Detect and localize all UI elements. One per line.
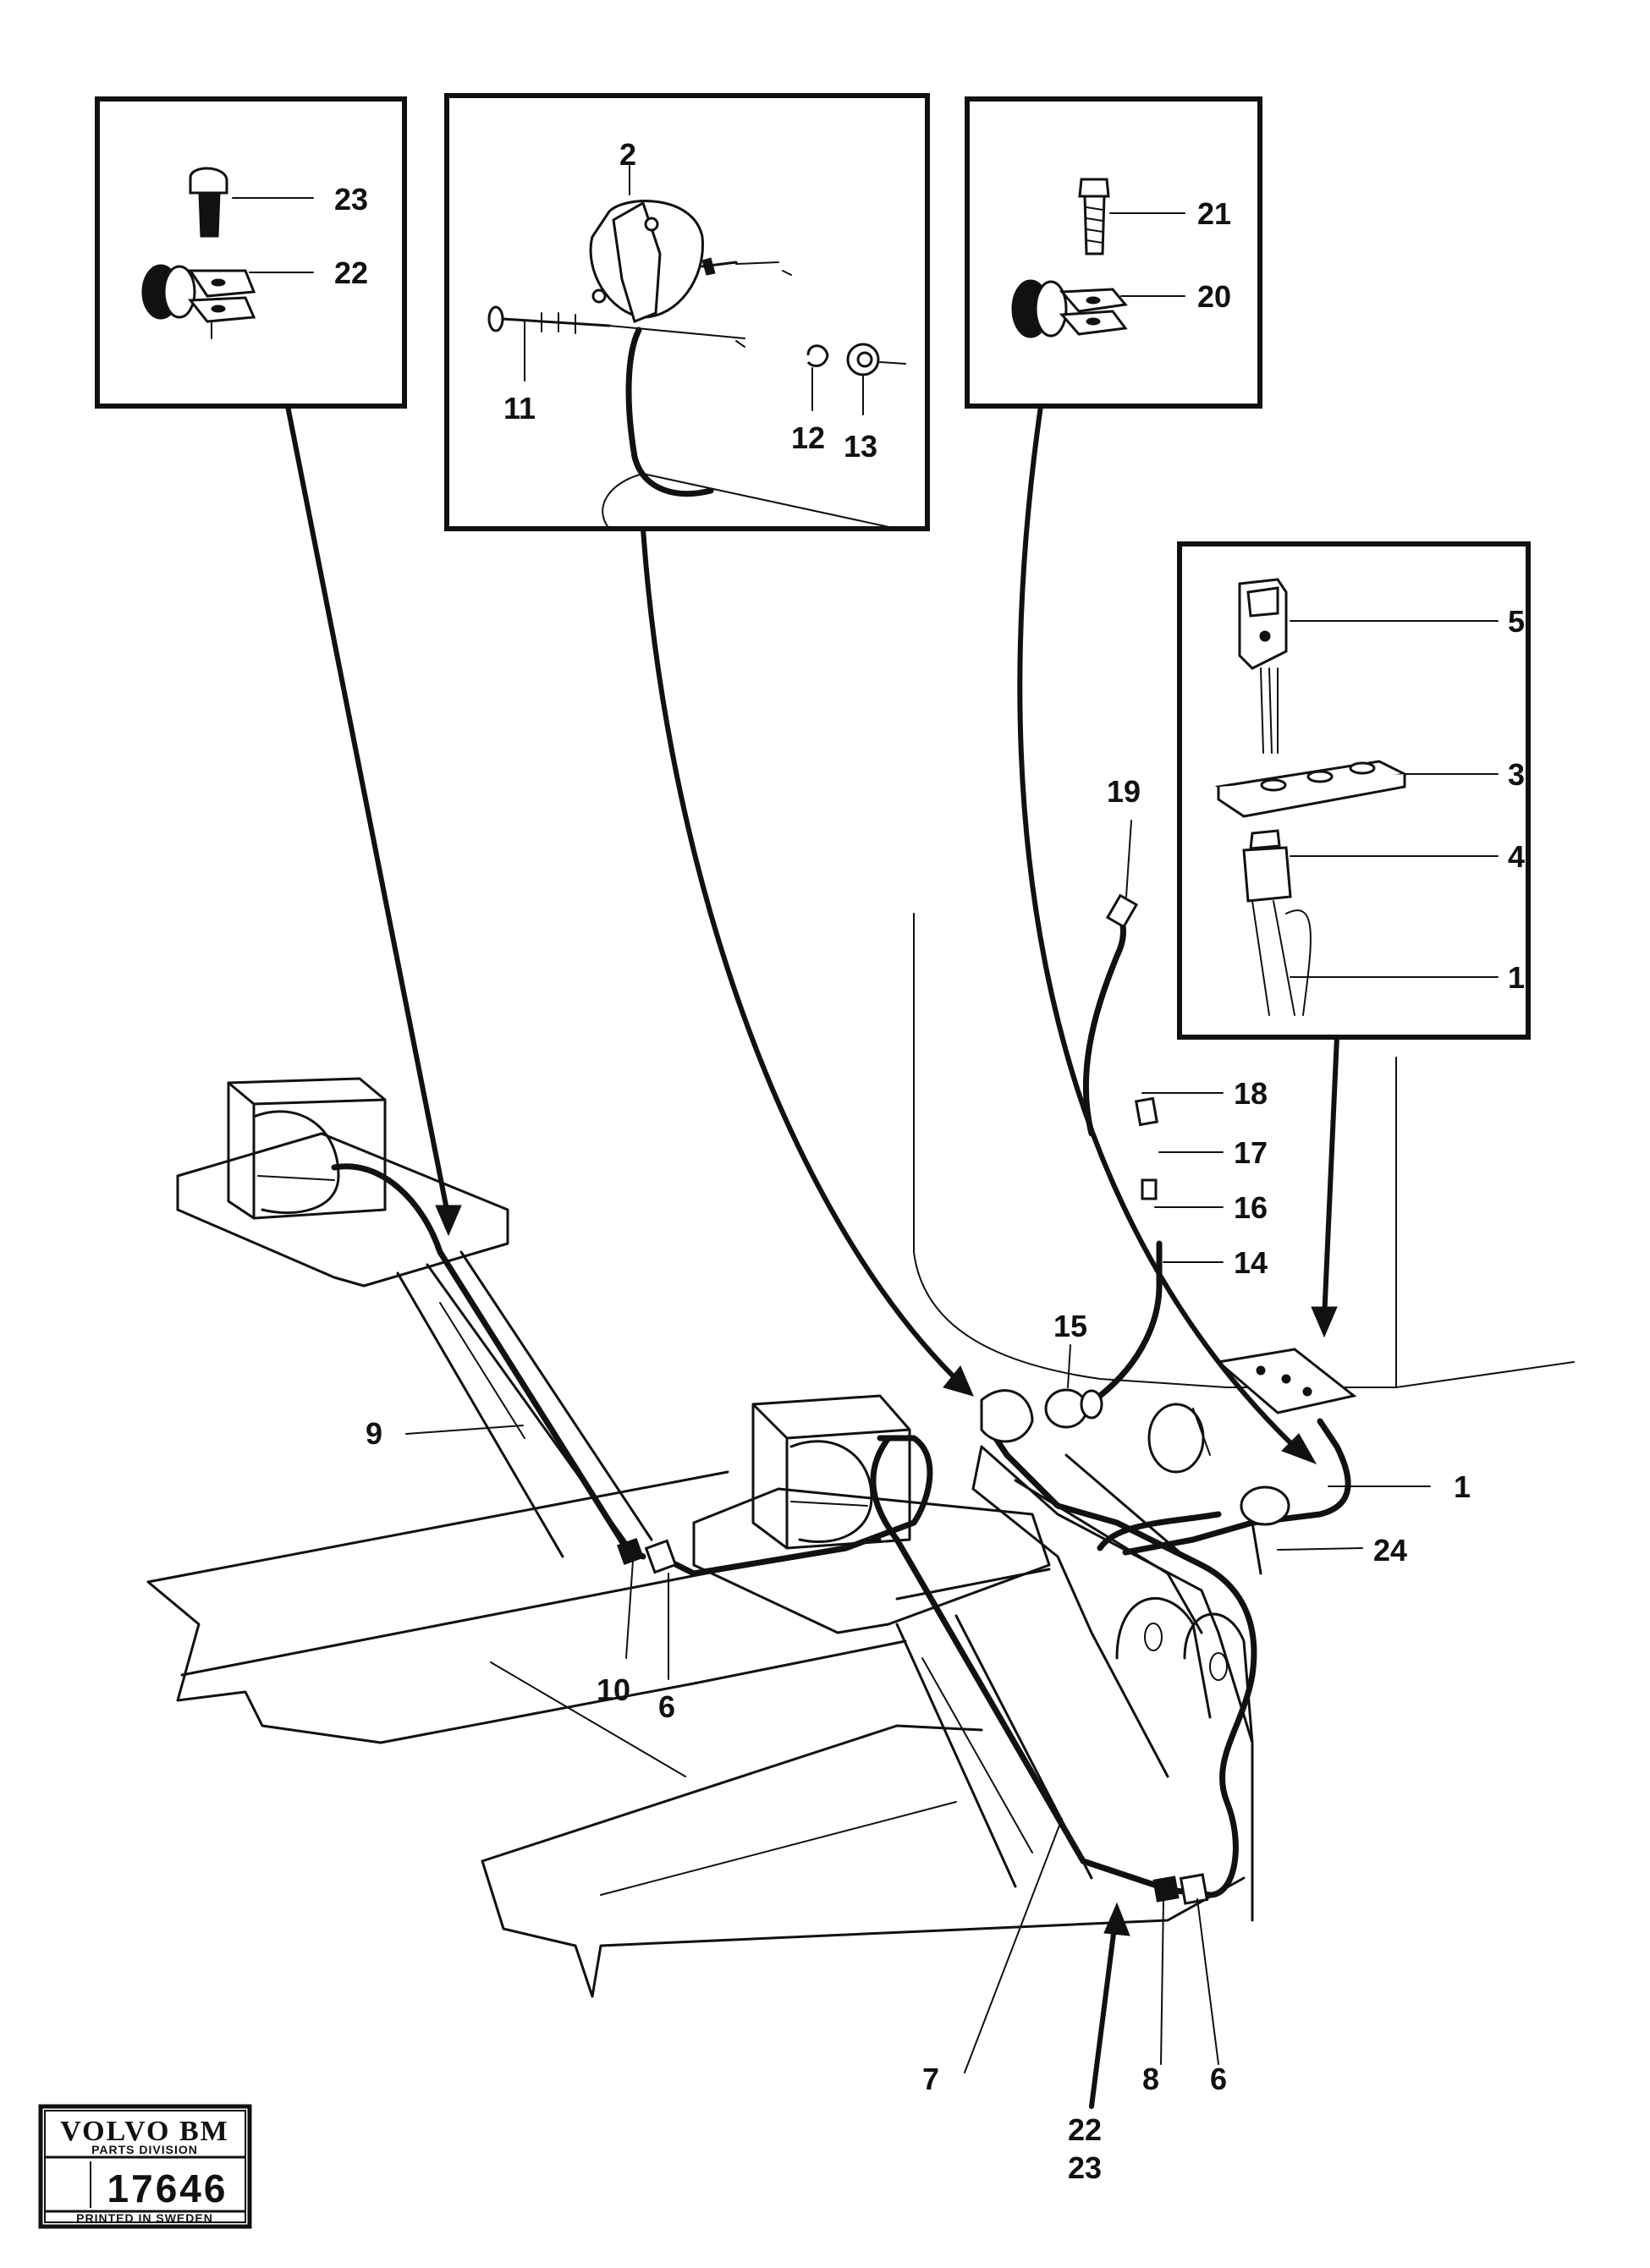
callout-12: 12: [791, 420, 825, 455]
callout-3: 3: [1508, 757, 1525, 792]
callout-17: 17: [1234, 1135, 1268, 1170]
callout-9: 9: [366, 1416, 382, 1451]
callout-8: 8: [1142, 2062, 1159, 2096]
callout-14: 14: [1234, 1245, 1268, 1280]
callout-22-lower: 22: [1068, 2112, 1102, 2147]
frame-assembly: [146, 913, 1575, 1998]
callout-4: 4: [1508, 839, 1525, 874]
volvo-bm-stamp: VOLVO BM PARTS DIVISION 17646 PRINTED IN…: [38, 2104, 252, 2229]
stamp-printed: PRINTED IN SWEDEN: [76, 2211, 213, 2225]
callout-24: 24: [1373, 1533, 1407, 1568]
stamp-brand: VOLVO BM: [60, 2116, 228, 2147]
callout-13: 13: [844, 429, 877, 464]
callout-2: 2: [619, 137, 636, 172]
callout-19: 19: [1107, 774, 1141, 809]
callout-labels: 23 22 2 11 12 13 21 20 5 3 4 1 19 18 17 …: [334, 137, 1525, 2185]
detail-box-socket: [1177, 541, 1531, 1040]
detail-box-bolt-clamp-2: [965, 96, 1262, 409]
stamp-division: PARTS DIVISION: [91, 2143, 198, 2156]
detail-pointers: [285, 404, 1339, 1464]
callout-6-lower: 6: [1210, 2062, 1227, 2096]
callout-23-lower: 23: [1068, 2150, 1102, 2185]
callout-18: 18: [1234, 1076, 1268, 1111]
callout-5: 5: [1508, 604, 1525, 639]
callout-23: 23: [334, 182, 368, 217]
stamp-number: 17646: [107, 2166, 228, 2210]
detail-box-beacon: [444, 93, 930, 531]
callout-15: 15: [1053, 1309, 1087, 1343]
callout-1-detail: 1: [1508, 960, 1525, 995]
callout-6: 6: [658, 1689, 675, 1724]
callout-11: 11: [503, 391, 536, 426]
work-lamp-left: [227, 1077, 387, 1220]
callout-10: 10: [597, 1672, 630, 1707]
callout-21: 21: [1197, 196, 1231, 231]
callout-7: 7: [922, 2062, 939, 2096]
work-lamp-center: [751, 1394, 911, 1550]
callout-16: 16: [1234, 1190, 1268, 1225]
detail-box-bolt-clamp: [95, 96, 407, 409]
wiring-harness: [331, 910, 1351, 1898]
harness-components: [616, 893, 1357, 1905]
leader-lines: [405, 820, 1431, 2109]
callout-20: 20: [1197, 279, 1231, 314]
callout-1: 1: [1454, 1469, 1471, 1504]
callout-22: 22: [334, 255, 368, 290]
